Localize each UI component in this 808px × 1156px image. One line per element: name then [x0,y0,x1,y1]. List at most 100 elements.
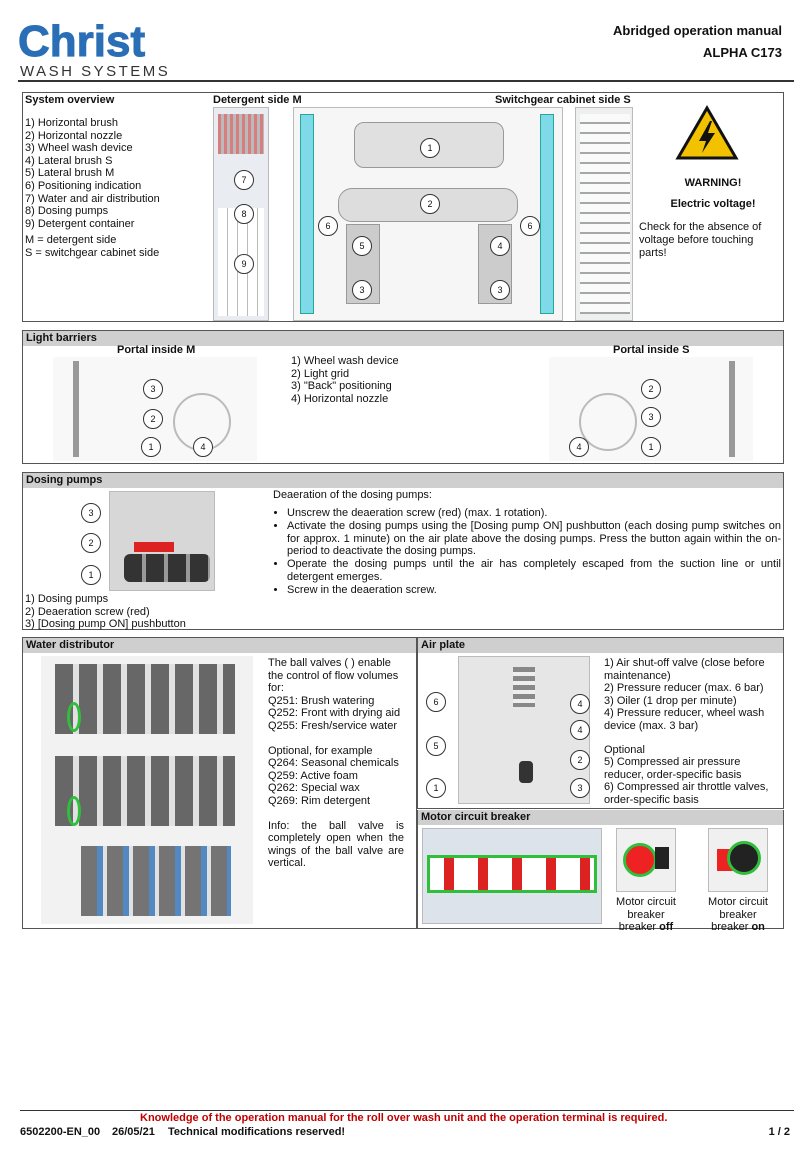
ball-valve-info: Info: the ball valve is completely open … [268,819,404,870]
warning-title: WARNING! [684,177,742,189]
switchgear-cabinet-image [575,107,633,321]
tech-notice: Technical modifications reserved! [168,1126,346,1138]
list-item: 4) Horizontal nozzle [291,392,389,405]
lb-m-callout-3: 3 [143,379,163,399]
list-item: Q255: Fresh/service water [268,719,397,732]
list-item: Q259: Active foam [268,769,358,782]
list-item: 2) Pressure reducer (max. 6 bar) [604,682,764,695]
portal-m-label: Portal inside M [117,344,196,356]
brand-name: Christ [18,17,145,66]
air-plate-title: Air plate [418,638,783,653]
list-item: 2) Horizontal nozzle [25,129,123,142]
lb-s-callout-4: 4 [569,437,589,457]
detergent-side-label: Detergent side M [213,94,302,106]
page-number: 1 / 2 [768,1126,790,1138]
dosing-pumps-image [109,491,215,591]
ap-callout-1: 1 [426,778,446,798]
callout-8: 8 [234,204,254,224]
dp-callout-3: 3 [81,503,101,523]
list-item: 4) Pressure reducer, wheel wash device (… [604,707,765,732]
portal-s-label: Portal inside S [613,344,690,356]
list-item: 5) Lateral brush M [25,167,115,180]
warning-voltage-icon [675,105,739,161]
callout-5: 5 [352,236,372,256]
dp-callout-2: 2 [81,533,101,553]
brand-tagline: WASH SYSTEMS [20,63,170,80]
list-item: Unscrew the deaeration screw (red) (max.… [287,507,781,520]
ap-callout-3: 3 [570,778,590,798]
breaker-on-caption: Motor circuit breaker breaker on [702,896,774,934]
list-item: 5) Compressed air pressure reducer, orde… [604,756,742,781]
list-item: 6) Positioning indication [25,179,142,192]
air-plate-image [458,656,590,804]
callout-6a: 6 [318,216,338,236]
breaker-on-image [708,828,768,892]
callout-3b: 3 [490,280,510,300]
list-item: 8) Dosing pumps [25,205,109,218]
callout-1: 1 [420,138,440,158]
lb-s-callout-2: 2 [641,379,661,399]
list-item: Q264: Seasonal chemicals [268,757,399,770]
motor-breaker-row-image [422,828,602,924]
lb-m-callout-2: 2 [143,409,163,429]
header-divider [18,80,794,82]
callout-7: 7 [234,170,254,190]
dosing-pumps-section: Dosing pumps 3 2 1 1) Dosing pumps 2) De… [22,472,784,630]
list-item: 4) Lateral brush S [25,154,113,167]
air-plate-section: Air plate 6 5 1 4 4 2 3 1) Air shut-off … [417,637,784,809]
light-barriers-title: Light barriers [23,331,783,346]
legend-s: S = switchgear cabinet side [25,246,160,259]
list-item: Q251: Brush watering [268,694,375,707]
callout-4: 4 [490,236,510,256]
list-item: 9) Detergent container [25,217,135,230]
list-item: Operate the dosing pumps until the air h… [287,558,781,584]
breaker-off-image [616,828,676,892]
ball-valve-intro: The ball valves ( ) enable the control o… [268,657,399,695]
breaker-off-label: Motor circuit breaker [616,896,676,921]
list-item: Q269: Rim detergent [268,794,371,807]
breaker-on-state: on [751,921,765,934]
overview-list: 1) Horizontal brush 2) Horizontal nozzle… [25,117,160,260]
callout-9: 9 [234,254,254,274]
switchgear-side-label: Switchgear cabinet side S [495,94,631,106]
water-distributor-text: The ball valves ( ) enable the control o… [268,657,404,870]
breaker-off-caption: Motor circuit breaker breaker off [610,896,682,934]
optional-label: Optional [604,743,645,756]
portal-s-image: 2 3 1 4 [549,357,753,461]
brand-logo: Christ WASH SYSTEMS [18,10,188,82]
list-item: 7) Water and air distribution [25,192,160,205]
motor-breaker-title: Motor circuit breaker [418,810,783,825]
system-overview-title: System overview [25,94,115,106]
water-distributor-title: Water distributor [23,638,416,653]
ap-callout-2: 2 [570,750,590,770]
list-item: 3) [Dosing pump ON] pushbutton [25,618,186,631]
callout-3a: 3 [352,280,372,300]
ap-callout-5: 5 [426,736,446,756]
list-item: 6) Compressed air throttle valves, order… [604,781,769,806]
doc-number: 6502200-EN_00 [20,1126,101,1138]
ap-callout-4a: 4 [570,694,590,714]
list-item: 2) Light grid [291,367,350,380]
lb-s-callout-1: 1 [641,437,661,457]
list-item: 2) Deaeration screw (red) [25,605,150,618]
dosing-pumps-title: Dosing pumps [23,473,783,488]
water-distributor-section: Water distributor The ball valves ( ) en… [22,637,417,929]
lb-m-callout-4: 4 [193,437,213,457]
dp-callout-1: 1 [81,565,101,585]
warning-text: Check for the absence of voltage before … [639,221,762,259]
list-item: 1) Air shut-off valve (close before main… [604,657,765,682]
list-item: 3) Oiler (1 drop per minute) [604,694,737,707]
doc-date: 26/05/21 [112,1126,155,1138]
air-plate-list: 1) Air shut-off valve (close before main… [604,657,776,807]
doc-title: Abridged operation manual [612,23,782,38]
list-item: 1) Horizontal brush [25,117,118,129]
motor-breaker-section: Motor circuit breaker Motor circuit brea… [417,810,784,933]
callout-6b: 6 [520,216,540,236]
portal-m-image: 3 2 1 4 [53,357,257,461]
list-item: Q252: Front with drying aid [268,707,401,720]
optional-label: Optional, for example [268,744,373,757]
dosing-pumps-list: 1) Dosing pumps 2) Deaeration screw (red… [25,593,186,631]
breaker-on-label: Motor circuit breaker [708,896,768,921]
list-item: Activate the dosing pumps using the [Dos… [287,520,781,558]
water-distributor-image [41,656,253,924]
